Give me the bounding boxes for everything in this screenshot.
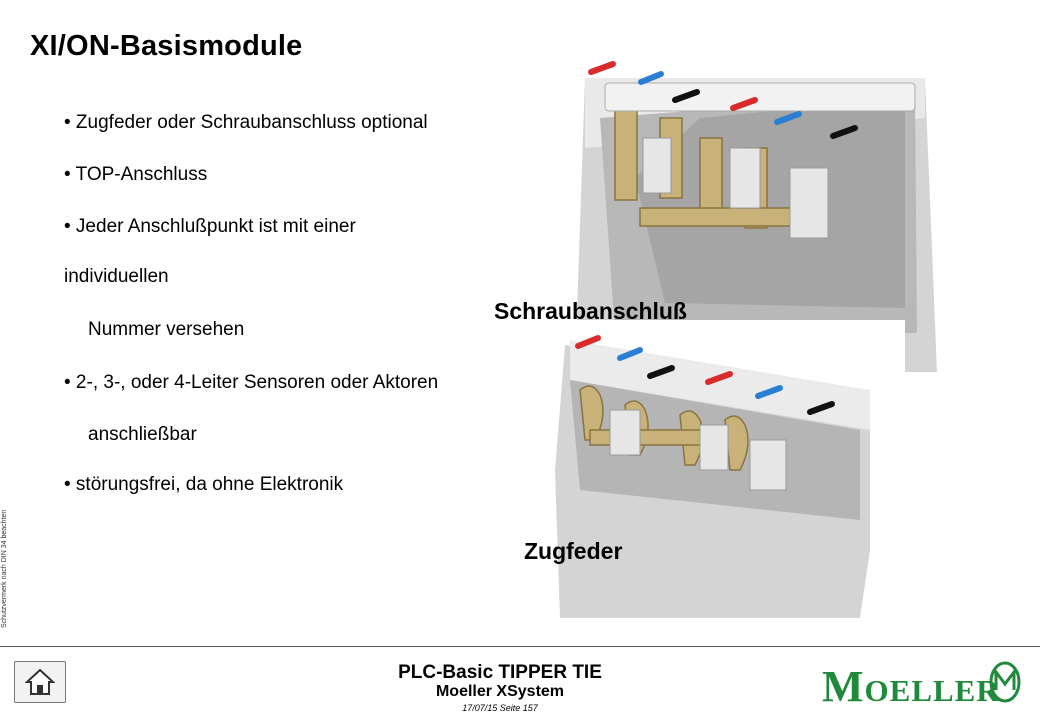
screw-terminal-label: Schraubanschluß [494, 298, 687, 324]
bullet-continuation: Nummer versehen [88, 319, 245, 340]
logo-rest: OELLER [864, 673, 1000, 708]
logo-initial: M [822, 662, 865, 711]
bullet-item: • TOP-Anschluss [64, 164, 208, 185]
footer-title: PLC-Basic TIPPER TIE [398, 662, 602, 683]
bullet-item: • Zugfeder oder Schraubanschluss optiona… [64, 112, 428, 133]
moeller-emblem-icon [989, 661, 1021, 703]
bullet-item: • 2-, 3-, oder 4-Leiter Sensoren oder Ak… [64, 372, 439, 393]
spring-clamp-label: Zugfeder [524, 538, 623, 564]
screw-terminal-module-image [575, 61, 937, 372]
copyright-note: Schutzvermerk nach DIN 34 beachten [1, 509, 8, 628]
footer-subtitle: Moeller XSystem [435, 683, 565, 700]
home-icon [25, 668, 55, 695]
bullet-item: • Jeder Anschlußpunkt ist mit einer [64, 216, 356, 237]
bullet-continuation: anschließbar [88, 424, 197, 445]
bullet-continuation: individuellen [64, 266, 169, 287]
slide-title: XI/ON-Basismodule [30, 30, 303, 62]
spring-clamp-module-image [540, 320, 905, 620]
footer-date-page: 17/07/15 Seite 157 [462, 703, 538, 713]
home-button[interactable] [14, 661, 66, 703]
footer-divider [0, 646, 1040, 647]
bullet-item: • störungsfrei, da ohne Elektronik [64, 474, 344, 495]
